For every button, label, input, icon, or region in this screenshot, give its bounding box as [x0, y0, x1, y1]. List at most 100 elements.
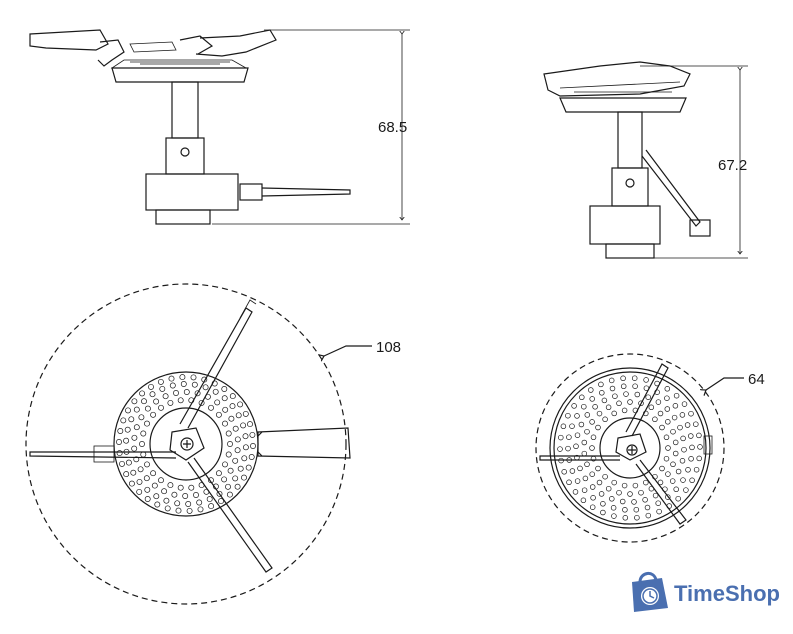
burner-hole — [589, 504, 596, 510]
burner-hole — [234, 447, 241, 454]
burner-hole — [638, 489, 644, 496]
burner-hole — [675, 495, 681, 502]
burner-hole — [234, 436, 241, 443]
burner-hole — [581, 403, 587, 410]
burner-hole — [620, 375, 626, 382]
burner-hole — [652, 416, 658, 423]
burner-hole — [673, 392, 680, 399]
burner-hole — [605, 404, 612, 411]
burner-hole — [193, 492, 199, 498]
small-height-label: 67.2 — [718, 157, 747, 174]
burner-hole — [581, 439, 588, 446]
burner-holes-small — [557, 375, 703, 521]
burner-hole — [645, 394, 651, 400]
burner-hole — [663, 434, 670, 441]
burner-hole — [672, 403, 679, 409]
burner-hole — [123, 437, 130, 444]
burner-hole — [589, 484, 596, 490]
burner-hole — [232, 475, 239, 482]
burner-hole — [580, 497, 587, 504]
burner-hole — [241, 455, 248, 462]
burner-hole — [241, 474, 247, 481]
burner-hole — [616, 489, 622, 496]
burner-hole — [663, 455, 670, 462]
burner-hole — [557, 446, 563, 452]
burner-hole — [632, 383, 638, 389]
burner-hole — [168, 375, 175, 382]
burner-hole — [232, 425, 239, 432]
burner-hole — [123, 471, 130, 478]
burner-hole — [631, 499, 637, 505]
burner-hole — [681, 401, 688, 407]
burner-hole — [216, 490, 223, 497]
burner-hole — [574, 478, 581, 484]
burner-hole — [175, 507, 182, 514]
burner-hole — [148, 383, 154, 390]
burner-hole — [116, 439, 122, 445]
burner-hole — [689, 444, 695, 451]
burner-hole — [162, 393, 169, 400]
burner-hole — [590, 434, 597, 441]
burner-hole — [665, 445, 671, 451]
burner-hole — [221, 395, 228, 402]
burner-hole — [222, 461, 228, 468]
burner-hole — [574, 432, 581, 438]
burner-hole — [130, 469, 137, 476]
burner-hole — [182, 493, 189, 499]
burner-hole — [248, 454, 255, 460]
burner-hole — [191, 381, 198, 388]
burner-hole — [688, 433, 694, 439]
burner-hole — [608, 377, 615, 384]
burner-hole — [150, 411, 157, 418]
burner-hole — [600, 509, 606, 516]
burner-hole — [560, 423, 567, 430]
burner-hole — [589, 419, 595, 425]
burner-hole — [247, 421, 253, 428]
burner-hole — [664, 395, 670, 401]
burner-hole — [149, 391, 156, 398]
burner-hole — [208, 503, 215, 510]
burner-hole — [565, 412, 571, 419]
burner-hole — [627, 491, 633, 497]
burner-hole — [190, 374, 197, 381]
burner-hole — [688, 456, 694, 462]
burner-hole — [125, 407, 131, 414]
burner-hole — [185, 501, 192, 507]
burner-hole — [225, 483, 231, 490]
burner-hole — [638, 400, 644, 407]
burner-hole — [566, 479, 572, 486]
burner-hole — [657, 479, 664, 486]
burner-hole — [581, 487, 588, 493]
burner-hole — [169, 382, 176, 389]
burner-hole — [659, 424, 665, 431]
burner-hole — [581, 450, 588, 457]
burner-hole — [221, 476, 228, 483]
burner-hole — [584, 412, 591, 418]
burner-hole — [622, 515, 629, 521]
burner-hole — [595, 465, 601, 472]
burner-hole — [671, 414, 678, 421]
burner-hole — [227, 441, 233, 447]
burner-hole — [599, 390, 605, 396]
burner-hole — [188, 484, 195, 491]
burner-hole — [198, 399, 205, 406]
burner-hole — [229, 403, 236, 410]
burner-hole — [601, 397, 608, 404]
burner-hole — [565, 445, 571, 452]
burner-hole — [596, 479, 603, 486]
burner-hole — [621, 407, 628, 414]
burner-hole — [116, 450, 123, 457]
burner-hole — [655, 399, 662, 405]
burner-hole — [143, 475, 150, 482]
burner-hole — [119, 460, 125, 467]
burner-hole — [612, 393, 618, 399]
shopping-bag-clock-icon — [632, 572, 668, 612]
burner-hole — [693, 421, 699, 427]
burner-hole — [600, 501, 606, 507]
burner-hole — [685, 467, 691, 473]
burner-hole — [655, 500, 661, 506]
burner-hole — [621, 482, 628, 489]
burner-hole — [153, 493, 160, 500]
burner-hole — [124, 426, 131, 433]
burner-hole — [153, 398, 160, 405]
